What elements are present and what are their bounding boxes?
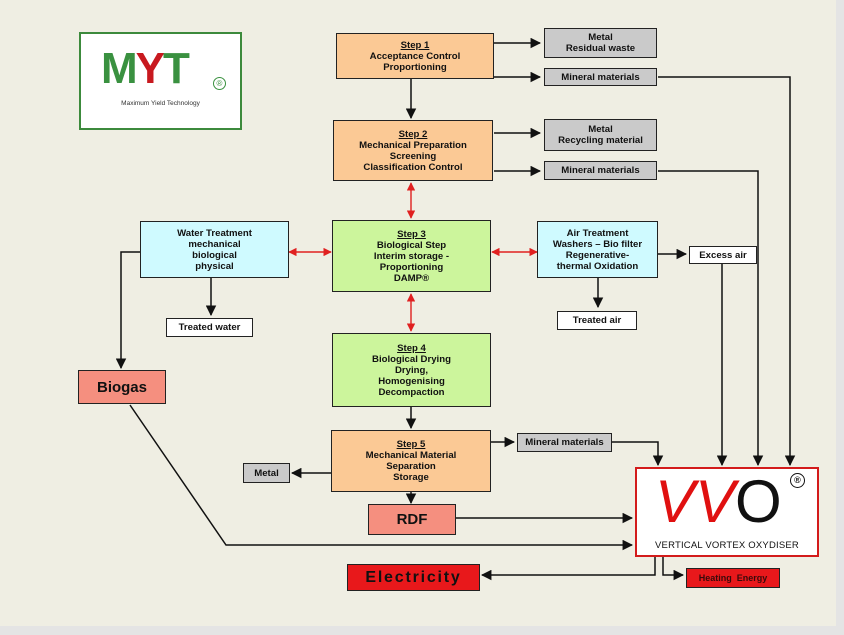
- heating-energy-box: Heating Energy: [686, 568, 780, 588]
- treated-water-box: Treated water: [166, 318, 253, 337]
- connector-lines: [115, 37, 796, 581]
- step2-title: Step 2: [398, 128, 428, 140]
- step3-line: Interim storage -: [373, 250, 450, 262]
- water-line: Water Treatment: [177, 227, 252, 239]
- arrow-vvo-electricity: [480, 557, 656, 581]
- step5-line: Storage: [393, 472, 429, 483]
- metal-recycling-box: Metal Recycling material: [544, 119, 657, 151]
- vvo-logo: VVO: [655, 468, 782, 535]
- output-line: Metal: [588, 32, 613, 43]
- electricity-label: Electricity: [365, 569, 462, 586]
- step1-box: Step 1 Acceptance Control Proportioning: [336, 33, 494, 79]
- output-line: Mineral materials: [561, 165, 640, 176]
- step4-box: Step 4 Biological Drying Drying, Homogen…: [332, 333, 491, 407]
- rdf-label: RDF: [396, 511, 428, 528]
- water-line: physical: [195, 260, 234, 272]
- mineral-materials-box-2: Mineral materials: [544, 161, 657, 180]
- step5-title: Step 5: [396, 439, 426, 450]
- step4-line: Drying,: [394, 364, 429, 376]
- vvo-box: VVO ® VERTICAL VORTEX OXYDISER: [635, 467, 819, 557]
- step4-line: Decompaction: [378, 386, 445, 398]
- arrow-biogas-vvo: [129, 404, 634, 551]
- metal-box-step5: Metal: [243, 463, 290, 483]
- myt-logo-text: MYT: [101, 44, 190, 93]
- output-line: Recycling material: [558, 135, 643, 146]
- step3-line: Proportioning: [379, 261, 444, 273]
- step2-box: Step 2 Mechanical Preparation Screening …: [333, 120, 493, 181]
- air-line: Washers – Bio filter: [552, 238, 643, 250]
- rdf-box: RDF: [368, 504, 456, 535]
- air-line: Air Treatment: [566, 227, 629, 239]
- metal-residual-box: Metal Residual waste: [544, 28, 657, 58]
- water-line: mechanical: [188, 238, 241, 250]
- biogas-box: Biogas: [78, 370, 166, 404]
- step4-line: Homogenising: [378, 375, 445, 387]
- treated-air-box: Treated air: [557, 311, 637, 330]
- arrow-vvo-heating: [662, 557, 685, 581]
- step1-line: Proportioning: [383, 61, 447, 73]
- step1-title: Step 1: [400, 39, 430, 51]
- output-line: Excess air: [699, 249, 747, 261]
- step4-title: Step 4: [397, 342, 426, 354]
- arrow-mineral2-vvo: [658, 170, 764, 467]
- step3-box: Step 3 Biological Step Interim storage -…: [332, 220, 491, 292]
- output-line: Mineral materials: [561, 71, 640, 83]
- output-line: Metal: [254, 467, 279, 479]
- step4-line: Biological Drying: [372, 353, 451, 365]
- step2-line: Screening: [389, 150, 437, 162]
- biogas-label: Biogas: [96, 378, 147, 396]
- excess-air-box: Excess air: [689, 246, 757, 264]
- output-line: Metal: [588, 124, 613, 135]
- logo-tagline: Maximum Yield Technology: [121, 100, 200, 107]
- step5-line: Separation: [386, 461, 436, 472]
- water-treatment-box: Water Treatment mechanical biological ph…: [140, 221, 289, 278]
- step5-line: Mechanical Material: [365, 450, 457, 461]
- air-line: thermal Oxidation: [556, 260, 639, 272]
- step2-line: Classification Control: [363, 161, 463, 173]
- step3-line: Biological Step: [376, 239, 447, 251]
- output-line: Treated water: [178, 322, 241, 333]
- output-line: Mineral materials: [525, 437, 604, 448]
- arrow-mineral1-vvo: [658, 76, 796, 467]
- step2-line: Mechanical Preparation: [359, 139, 467, 151]
- mineral-materials-box-3: Mineral materials: [517, 433, 612, 452]
- heating-energy-label: Heating Energy: [698, 572, 768, 583]
- water-line: biological: [192, 249, 237, 261]
- step5-box: Step 5 Mechanical Material Separation St…: [331, 430, 491, 492]
- registered-mark: ®: [213, 77, 226, 90]
- electricity-box: Electricity: [347, 564, 480, 591]
- output-line: Residual waste: [565, 43, 636, 54]
- step3-title: Step 3: [397, 228, 426, 240]
- step3-line: DAMP®: [393, 272, 430, 284]
- output-line: Treated air: [572, 315, 622, 326]
- air-treatment-box: Air Treatment Washers – Bio filter Regen…: [537, 221, 658, 278]
- arrow-mineral3-vvo: [612, 441, 664, 467]
- vvo-subtitle: VERTICAL VORTEX OXYDISER: [655, 540, 799, 551]
- arrow-water-biogas: [115, 251, 140, 370]
- air-line: Regenerative-: [565, 249, 630, 261]
- myt-logo: MYT ® Maximum Yield Technology: [79, 32, 242, 130]
- mineral-materials-box-1: Mineral materials: [544, 68, 657, 86]
- step1-line: Acceptance Control: [369, 50, 461, 62]
- vvo-registered-mark: ®: [790, 473, 805, 488]
